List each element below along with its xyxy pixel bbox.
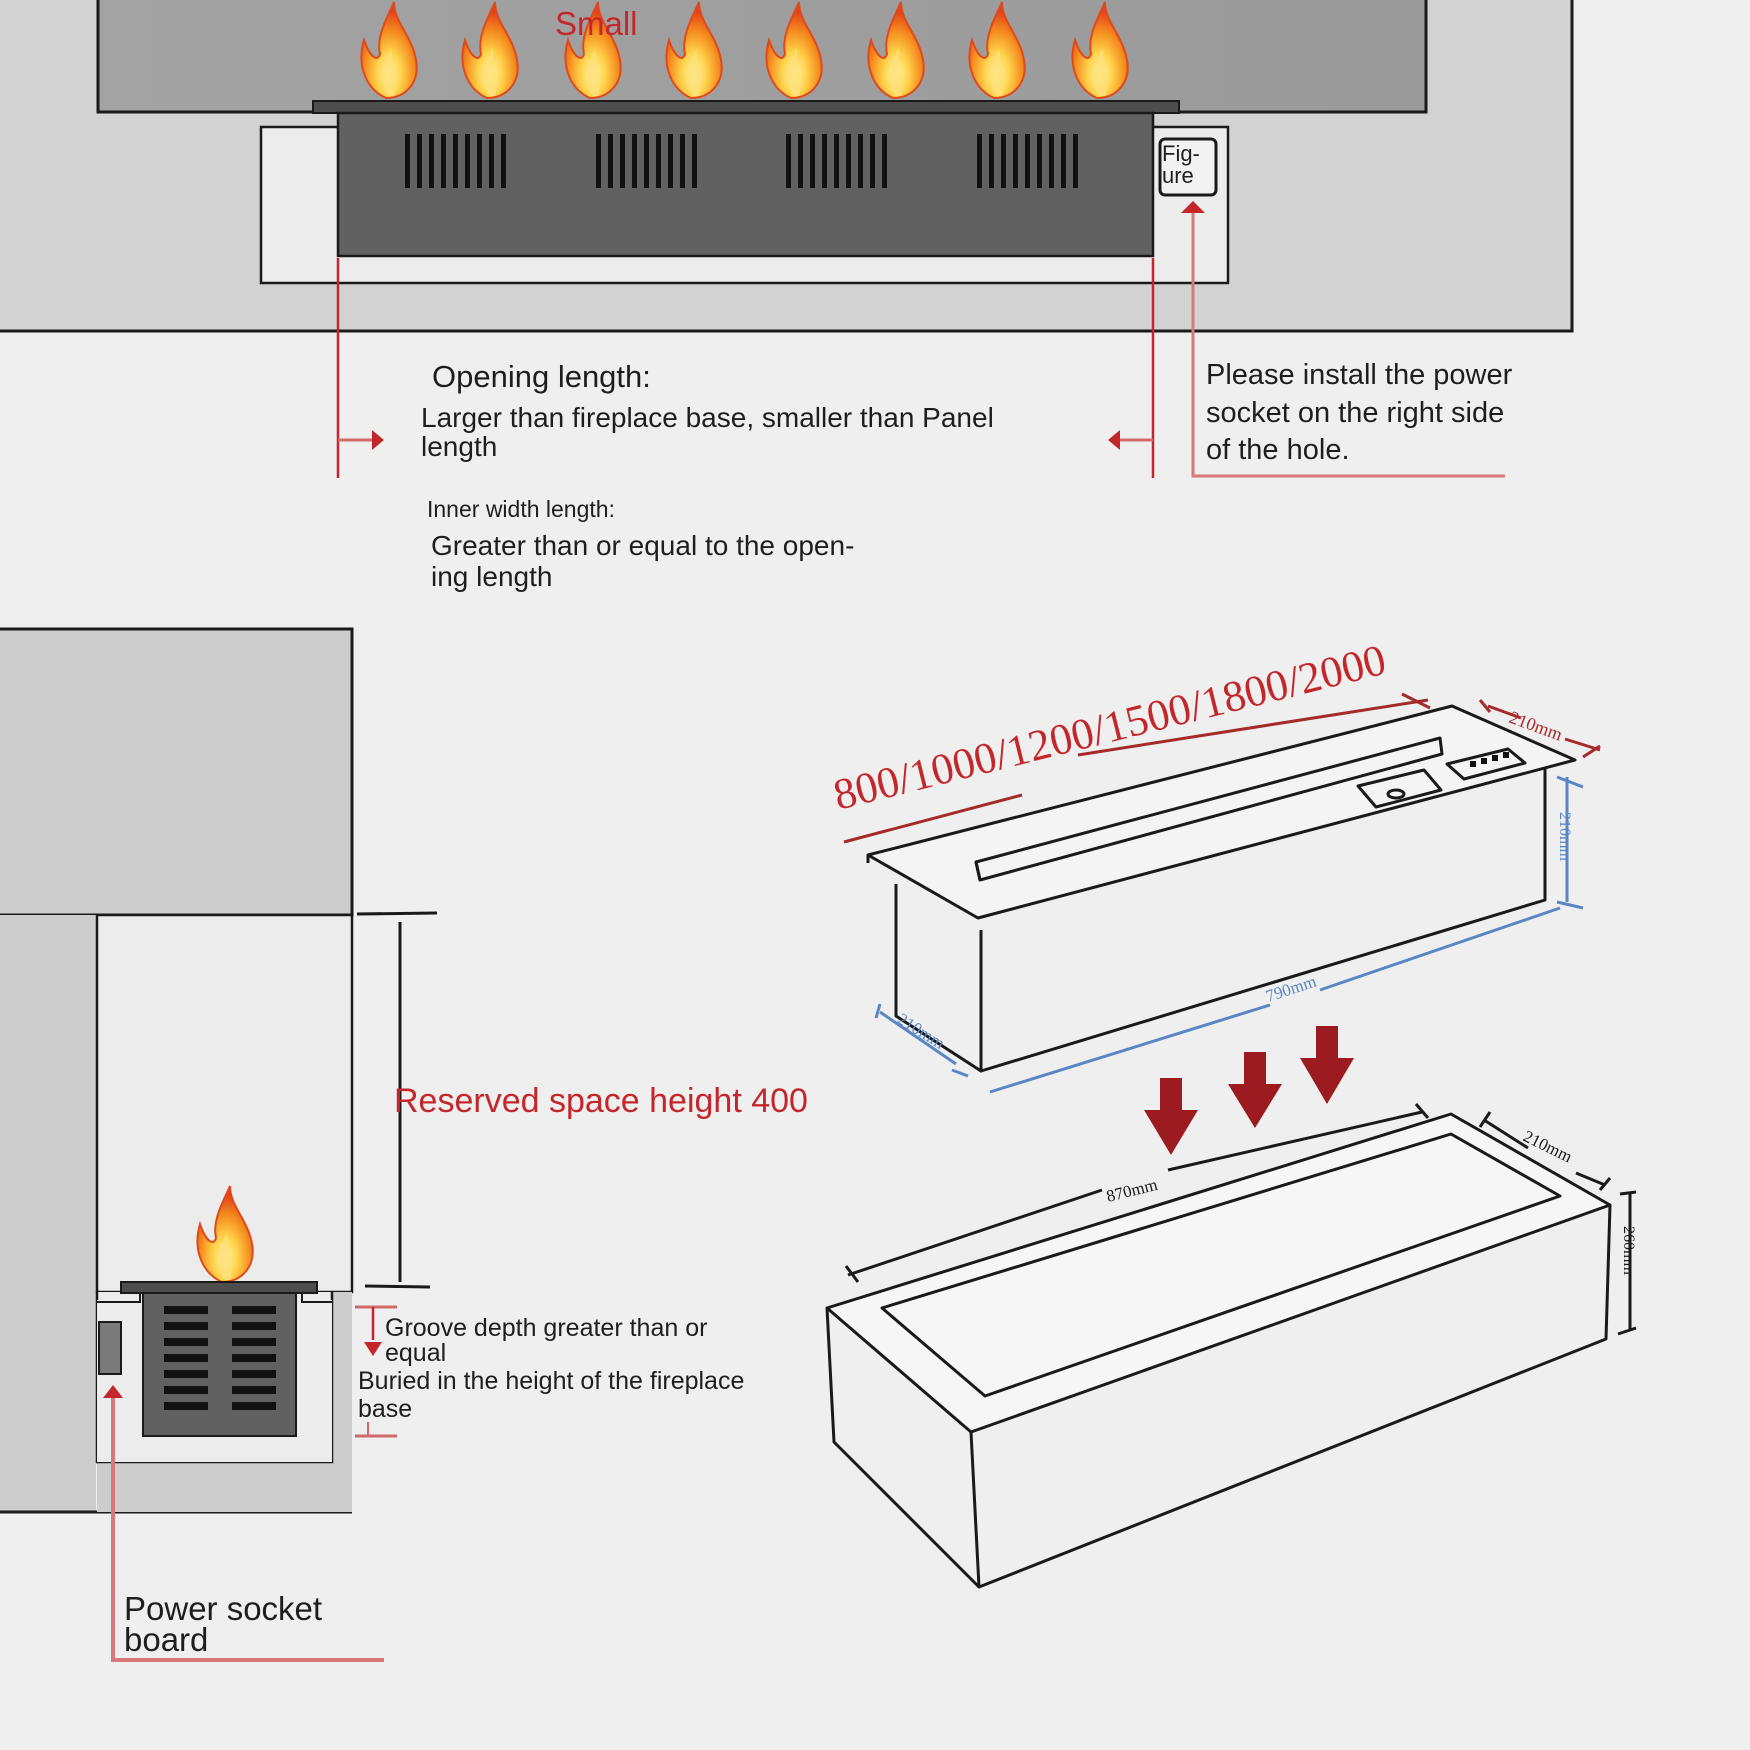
power-switch-box bbox=[1158, 137, 1218, 197]
front-view bbox=[0, 0, 1574, 478]
opening-length-title: Opening length: bbox=[432, 359, 651, 394]
body-depth-label: 210mm bbox=[894, 1009, 948, 1053]
fireplace-top-plate bbox=[312, 100, 1180, 114]
opening-length-description: Larger than fireplace base, smaller than… bbox=[421, 402, 994, 463]
arrow-down-icon bbox=[364, 1342, 382, 1356]
power-socket-note: Please install the power socket on the r… bbox=[1206, 359, 1513, 467]
side-view bbox=[0, 627, 438, 1662]
box-length-label: 870mm bbox=[1104, 1175, 1159, 1206]
buried-height-label: Buried in the height of the fireplace ba… bbox=[358, 1367, 745, 1423]
arrow-up-icon bbox=[1181, 201, 1205, 213]
reserved-space-label: Reserved space height 400 bbox=[394, 1082, 808, 1120]
arrow-down-icon bbox=[1228, 1052, 1282, 1128]
length-dimension bbox=[843, 692, 1601, 844]
socket-callout-line bbox=[1191, 213, 1505, 478]
power-socket-callout-line bbox=[111, 1398, 384, 1662]
groove-depth-label: Groove depth greater than or equal bbox=[385, 1314, 708, 1367]
inner-width-description: Greater than or equal to the open- ing l… bbox=[431, 530, 855, 593]
fireplace-body bbox=[336, 111, 1155, 258]
side-wall-lower bbox=[0, 915, 96, 1512]
fireplace-side-top bbox=[120, 1281, 318, 1294]
body-height-label: 210mm bbox=[1556, 812, 1573, 861]
inner-width-title: Inner width length: bbox=[427, 496, 615, 522]
power-socket-board-label: Power socket board bbox=[124, 1590, 323, 1659]
arrow-down-icon bbox=[1144, 1078, 1198, 1155]
insert-arrows bbox=[1144, 1026, 1354, 1155]
isometric-mounting-box bbox=[825, 1103, 1637, 1589]
switch-box-label: Fig- ure bbox=[1162, 141, 1200, 188]
wall-opening bbox=[96, 0, 1428, 114]
power-socket-board bbox=[98, 1321, 122, 1375]
flame-size-label: Small bbox=[555, 5, 638, 42]
side-vent-grille bbox=[164, 1306, 276, 1410]
side-wall-upper bbox=[0, 627, 354, 917]
blue-dimensions bbox=[874, 775, 1584, 1094]
arrow-right-icon bbox=[372, 430, 384, 450]
box-height-label: 260mm bbox=[1620, 1226, 1637, 1275]
arrow-up-icon bbox=[103, 1385, 123, 1398]
arrow-down-icon bbox=[1300, 1026, 1354, 1104]
arrow-left-icon bbox=[1108, 430, 1120, 450]
isometric-fireplace bbox=[866, 704, 1577, 1073]
fireplace-side-body bbox=[142, 1292, 297, 1437]
